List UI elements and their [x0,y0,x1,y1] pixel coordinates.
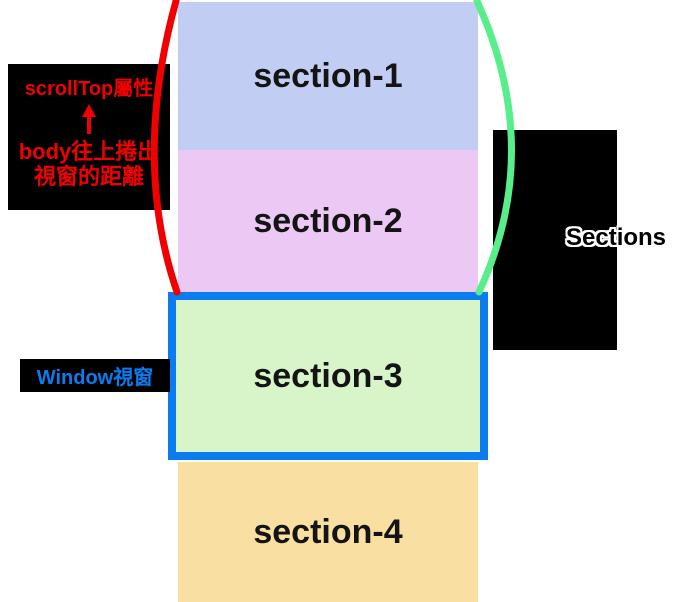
scrolltop-line1: scrollTop屬性 [24,78,154,100]
sections-label: Sections [566,224,667,251]
scrolltop-line3: 視窗的距離 [33,164,144,189]
section-4-box: section-4 [178,462,478,602]
scrolltop-annotation-box: scrollTop屬性 body往上捲出 視窗的距離 [8,64,170,210]
section-3-label: section-3 [253,356,403,395]
window-label-box: Window視窗 [20,359,170,392]
up-arrow-icon [80,103,98,137]
window-viewport-frame: section-3 [168,292,488,460]
window-label: Window視窗 [36,367,154,389]
section-4-label: section-4 [253,512,403,551]
section-2-box: section-2 [178,150,478,292]
section-2-label: section-2 [253,201,403,240]
scrolltop-line2: body往上捲出 [18,139,160,164]
section-1-box: section-1 [178,2,478,150]
section-1-label: section-1 [253,56,403,95]
